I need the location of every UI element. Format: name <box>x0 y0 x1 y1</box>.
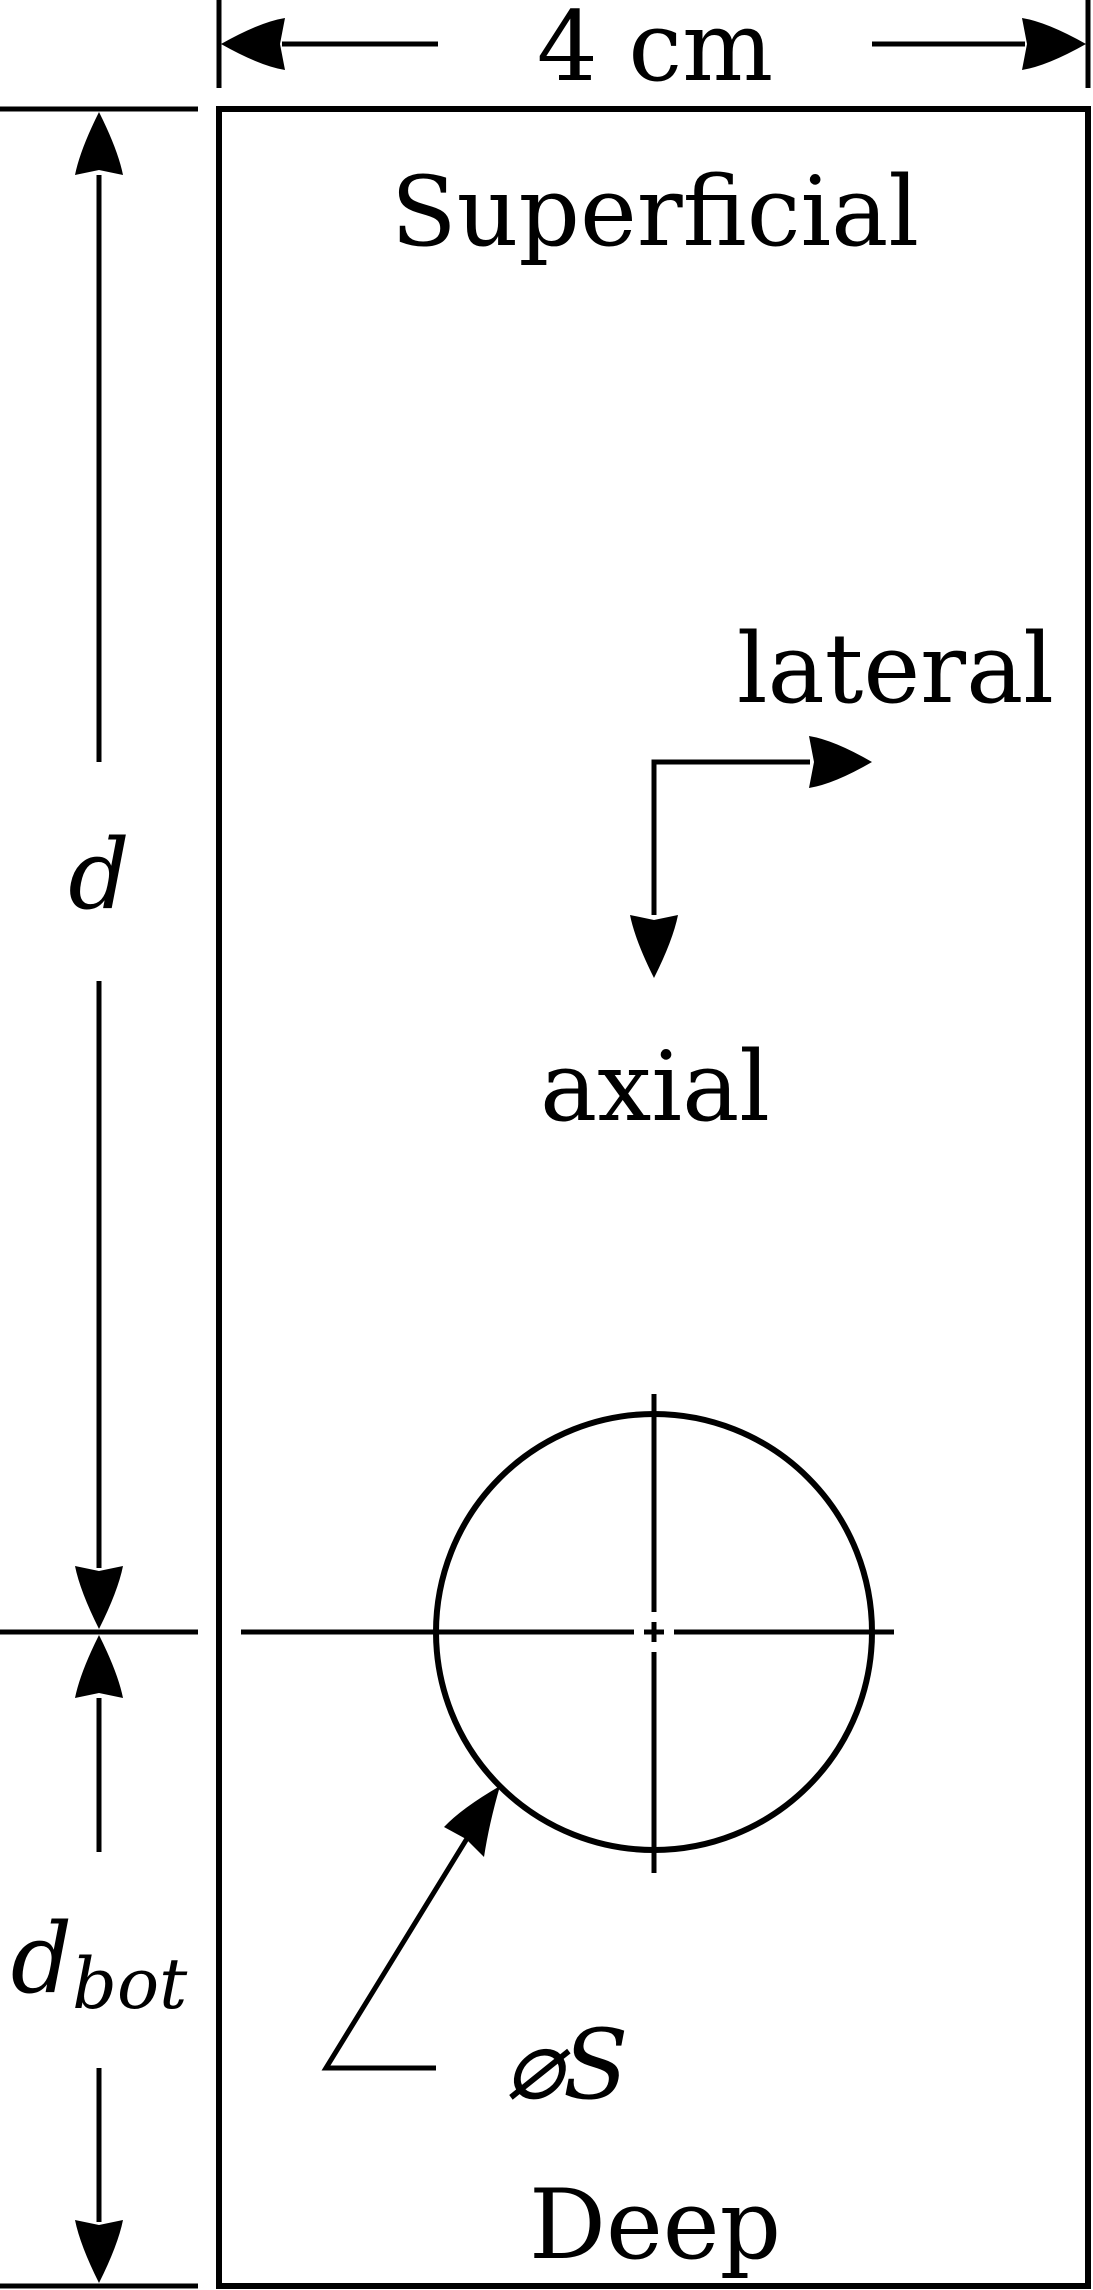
depth-bottom-arrow-bottom <box>75 2220 123 2283</box>
direction-indicator: lateral axial <box>540 613 1054 1143</box>
diameter-arrow-icon <box>444 1786 500 1857</box>
width-label: 4 cm <box>537 0 773 103</box>
axial-label: axial <box>540 1031 770 1143</box>
width-arrow-left <box>221 18 285 70</box>
depth-arrow-top <box>75 112 123 175</box>
lateral-label: lateral <box>737 613 1054 725</box>
width-dimension: 4 cm <box>216 0 1091 103</box>
diameter-label: ⌀S <box>505 2009 629 2121</box>
deep-label: Deep <box>529 2169 781 2281</box>
inclusion <box>241 1394 894 1873</box>
axial-arrow-icon <box>630 915 678 978</box>
superficial-label: Superficial <box>391 156 919 268</box>
diameter-callout: ⌀S <box>321 1786 629 2121</box>
depth-dimension: d dbot <box>0 106 198 2289</box>
depth-bottom-arrow-top <box>75 1635 123 1698</box>
width-arrow-right <box>1022 18 1086 70</box>
lateral-arrow-icon <box>809 736 872 788</box>
phantom-body <box>216 106 1091 2289</box>
depth-label: d <box>68 819 129 931</box>
depth-bottom-label: dbot <box>11 1903 188 2025</box>
depth-arrow-bottom <box>75 1566 123 1629</box>
